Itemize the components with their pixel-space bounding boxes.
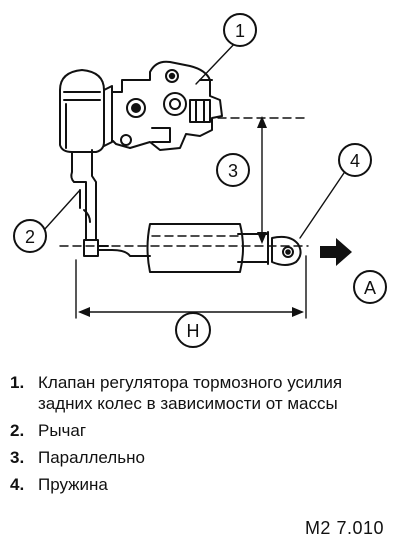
callout-3: 3 xyxy=(228,161,238,181)
legend-number: 1. xyxy=(10,373,25,392)
callout-2: 2 xyxy=(25,227,35,247)
lever xyxy=(70,149,113,257)
legend-text: Клапан регулятора тормозного усилия задн… xyxy=(38,373,343,413)
direction-arrow xyxy=(320,238,352,266)
callout-1: 1 xyxy=(235,21,245,41)
callout-4: 4 xyxy=(350,151,360,171)
legend: 1. Клапан регулятора тормозного усилия з… xyxy=(8,372,368,501)
legend-item: 2. Рычаг xyxy=(8,420,368,441)
legend-number: 3. xyxy=(10,448,25,467)
valve-body xyxy=(59,60,223,153)
legend-text: Рычаг xyxy=(38,421,87,440)
spring-assembly xyxy=(111,223,302,273)
valve-diagram: 1 2 3 4 H A xyxy=(13,13,387,348)
legend-number: 4. xyxy=(10,475,25,494)
legend-item: 1. Клапан регулятора тормозного усилия з… xyxy=(8,372,368,414)
legend-text: Пружина xyxy=(38,475,108,494)
callout-h: H xyxy=(187,321,200,341)
legend-number: 2. xyxy=(10,421,25,440)
legend-text: Параллельно xyxy=(38,448,145,467)
legend-item: 4. Пружина xyxy=(8,474,368,495)
figure-code: M2 7.010 xyxy=(304,518,384,538)
legend-item: 3. Параллельно xyxy=(8,447,368,468)
callout-a: A xyxy=(364,278,376,298)
